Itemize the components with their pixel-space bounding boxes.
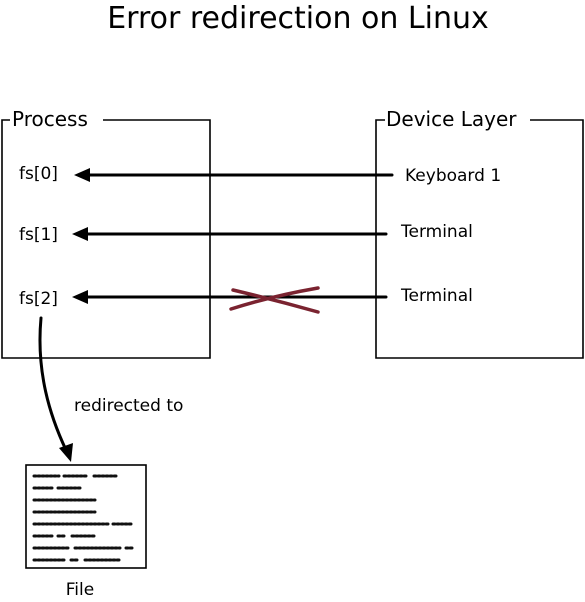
- fd-stderr-label: fs[2]: [19, 289, 58, 309]
- edge-terminal-to-fs1: [72, 227, 388, 241]
- arrowhead-icon: [74, 168, 90, 182]
- edge-terminal-to-fs2: [72, 286, 388, 314]
- arrowhead-icon: [72, 290, 88, 304]
- device-terminal-2-label: Terminal: [400, 286, 473, 306]
- device-layer-box: Device Layer Keyboard 1 Terminal Termina…: [375, 107, 584, 359]
- file-label: File: [66, 580, 94, 600]
- file-document-icon: [25, 464, 147, 569]
- fd-stdout-label: fs[1]: [19, 225, 58, 245]
- device-terminal-1-label: Terminal: [400, 222, 473, 242]
- arrowhead-icon: [59, 443, 73, 462]
- process-box: Process fs[0] fs[1] fs[2]: [1, 107, 211, 359]
- process-box-label: Process: [12, 107, 88, 131]
- diagram-title: Error redirection on Linux: [107, 1, 489, 36]
- redirect-label: redirected to: [74, 396, 183, 416]
- device-layer-box-label: Device Layer: [386, 107, 517, 131]
- device-keyboard-label: Keyboard 1: [405, 166, 501, 186]
- edge-keyboard-to-fs0: [74, 168, 394, 182]
- broken-link-cross-icon: [229, 286, 320, 314]
- fd-stdin-label: fs[0]: [19, 164, 58, 184]
- redirect-arrow: [38, 316, 73, 462]
- arrowhead-icon: [72, 227, 88, 241]
